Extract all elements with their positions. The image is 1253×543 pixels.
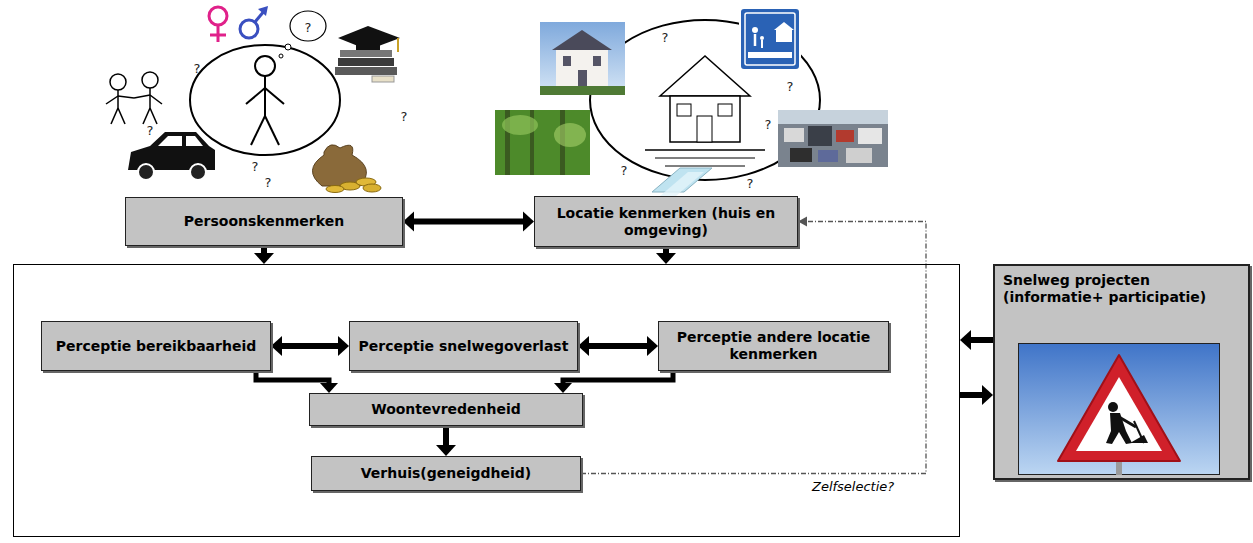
- arrow-head: [320, 383, 338, 393]
- arrow-connector: [656, 247, 676, 264]
- arrow-connector: [578, 336, 658, 356]
- glass-icon: [652, 168, 712, 196]
- connector-line: [563, 371, 673, 386]
- arrow-head: [254, 253, 274, 264]
- arrow-connector: [254, 246, 274, 264]
- question-mark: ?: [252, 160, 259, 173]
- arrow-connector: [403, 212, 534, 232]
- process-box: Perceptie bereikbaarheid: [41, 321, 271, 371]
- education-icon: [335, 26, 400, 82]
- node-text: Perceptie bereikbaarheid: [56, 338, 256, 355]
- node-text: Snelweg projecten (informatie+ participa…: [1003, 272, 1240, 306]
- connector-line: [581, 222, 926, 474]
- connector-line: [279, 343, 342, 349]
- thought-bubble: [279, 11, 326, 58]
- arrow-head: [656, 253, 676, 264]
- node-text: Persoonskenmerken: [184, 213, 344, 230]
- node-text: Verhuis(geneigdheid): [361, 465, 531, 482]
- process-box: Verhuis(geneigdheid): [311, 456, 581, 491]
- woonerf-sign: [740, 8, 800, 70]
- arrow-connector: [436, 426, 456, 456]
- question-mark: ?: [621, 164, 628, 177]
- process-box: Locatie kenmerken (huis en omgeving): [534, 196, 798, 247]
- connector-line: [411, 219, 527, 225]
- arrow-connector: [271, 336, 349, 356]
- forest-photo: [495, 110, 590, 175]
- children-icon: [106, 72, 162, 124]
- person-circle: [190, 45, 340, 155]
- arrow-head: [982, 385, 993, 405]
- project-box: Snelweg projecten (informatie+ participa…: [993, 264, 1250, 480]
- money-icon: [312, 145, 381, 193]
- traffic-photo: [778, 110, 888, 167]
- process-box: Woontevredenheid: [309, 393, 583, 426]
- arrow-head: [523, 212, 534, 232]
- arrow-head: [798, 217, 807, 227]
- arrow-head: [271, 336, 282, 356]
- question-mark: ?: [765, 118, 772, 131]
- question-mark: ?: [662, 31, 669, 44]
- edge-label: Zelfselectie?: [809, 479, 897, 495]
- process-box: Persoonskenmerken: [125, 197, 403, 246]
- arrow-head: [960, 330, 971, 350]
- arrow-connector: [960, 385, 993, 405]
- question-mark: ?: [747, 177, 754, 190]
- arrow-head: [403, 212, 414, 232]
- node-text: Perceptie andere locatie kenmerken: [667, 329, 880, 363]
- question-mark: ?: [305, 21, 312, 34]
- villa-photo: [540, 22, 625, 95]
- connector-line: [968, 337, 993, 343]
- arrow-connector: [960, 330, 993, 350]
- roadwork-sign-photo: [1018, 343, 1220, 475]
- question-mark: ?: [401, 110, 408, 123]
- question-mark: ?: [147, 124, 154, 137]
- node-text: Locatie kenmerken (huis en omgeving): [543, 205, 789, 239]
- arrow-connector: [256, 371, 338, 393]
- process-box: Perceptie andere locatie kenmerken: [658, 321, 889, 371]
- arrow-head: [436, 445, 456, 456]
- arrow-head: [338, 336, 349, 356]
- dashed-connector: [581, 217, 926, 474]
- connector-line: [256, 371, 329, 386]
- connector-line: [960, 392, 985, 398]
- connector-line: [586, 343, 651, 349]
- car-icon: [128, 132, 215, 180]
- process-box: Perceptie snelwegoverlast: [349, 321, 578, 371]
- group-frame: Perceptie bereikbaarheid Perceptie snelwe…: [13, 264, 960, 537]
- node-text: Perceptie snelwegoverlast: [359, 338, 569, 355]
- question-mark: ?: [787, 80, 794, 93]
- connector-line: [443, 426, 449, 448]
- arrow-head: [578, 336, 589, 356]
- node-text: Woontevredenheid: [371, 401, 521, 418]
- gender-symbols: [209, 6, 268, 42]
- arrow-head: [554, 383, 572, 393]
- arrow-head: [647, 336, 658, 356]
- arrow-connector: [554, 371, 673, 393]
- question-mark: ?: [265, 176, 272, 189]
- question-mark: ?: [194, 62, 201, 75]
